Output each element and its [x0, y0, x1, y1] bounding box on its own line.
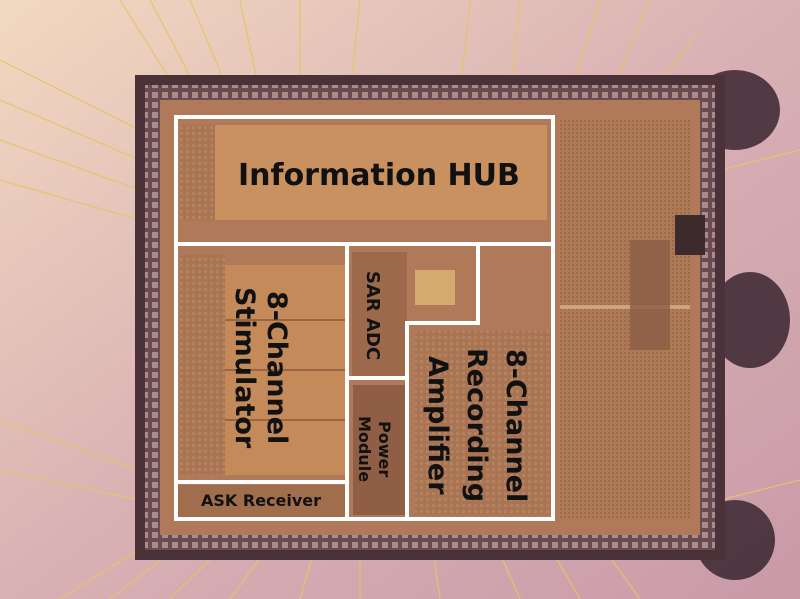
stimulator-label-line2: Stimulator [229, 286, 260, 449]
sar-adc-label: SAR ADC [362, 270, 383, 361]
recording-label-line2: Recording [461, 348, 492, 503]
ask-receiver-label: ASK Receiver [201, 491, 322, 510]
right-circuit [630, 240, 670, 350]
ask-core [178, 485, 346, 517]
power-label-line2: Module [355, 415, 374, 483]
stimulator-grid [180, 255, 225, 475]
right-routing [560, 305, 690, 309]
recording-amplifier-label: 8-Channel Recording Amplifier [418, 338, 535, 513]
hub-block-fill [212, 125, 547, 220]
recording-label-line3: Amplifier [422, 356, 453, 495]
adc-core [352, 252, 407, 377]
hub-block-pattern [180, 125, 215, 220]
stimulator-label-line1: 8-Channel [261, 290, 292, 445]
package-shadow-mid [710, 272, 790, 368]
power-core [353, 385, 405, 515]
recording-core [415, 330, 550, 515]
recording-label-line1: 8-Channel [500, 348, 531, 503]
power-module-label: Power Module [354, 385, 394, 513]
stimulator-label: 8-Channel Stimulator [228, 260, 292, 475]
power-label-line1: Power [375, 420, 394, 478]
adc-capacitor [415, 270, 455, 305]
right-region [560, 120, 690, 520]
information-hub-label: Information HUB [238, 158, 520, 193]
right-pad-block [675, 215, 705, 255]
block-outlines [174, 115, 555, 521]
